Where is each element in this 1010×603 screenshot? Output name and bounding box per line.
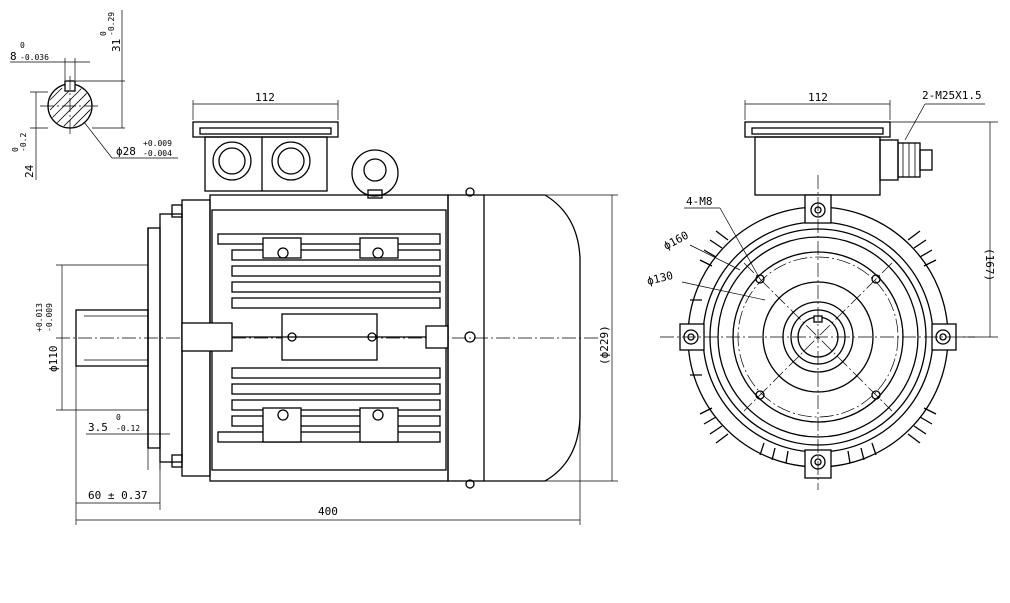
svg-text:-0.29: -0.29 [107, 12, 116, 36]
spigot-diameter-label: ϕ110 [47, 346, 60, 373]
center-height-label: (167) [983, 248, 996, 281]
side-view: 112 [35, 91, 618, 525]
cable-gland-label: 2-M25X1.5 [922, 89, 982, 102]
front-fins [690, 230, 937, 464]
front-terminal-box-width-label: 112 [808, 91, 828, 104]
keyway-detail: 8 0 -0.036 31 0 -0.29 24 0 -0.2 ϕ28 +0.0… [10, 10, 178, 180]
svg-text:-0.009: -0.009 [45, 303, 54, 332]
svg-text:0: 0 [99, 31, 108, 36]
overall-length-label: 400 [318, 505, 338, 518]
side-terminal-box-width-label: 112 [255, 91, 275, 104]
shaft-diameter-label: ϕ28 [116, 145, 136, 158]
svg-text:0: 0 [116, 413, 121, 422]
svg-text:-0.004: -0.004 [143, 149, 172, 158]
svg-text:+0.009: +0.009 [143, 139, 172, 148]
cooling-fins [217, 233, 441, 443]
svg-text:0: 0 [20, 41, 25, 50]
svg-text:-0.2: -0.2 [19, 133, 28, 152]
shaft-length-label: 60 ± 0.37 [88, 489, 148, 502]
svg-text:+0.013: +0.013 [35, 303, 44, 332]
keyway-height-label: 31 [110, 39, 123, 52]
key-depth-label: 24 [23, 164, 36, 178]
front-view: 112 2-M25X1.5 [646, 89, 998, 490]
pcd-130-label: ϕ130 [646, 269, 675, 288]
svg-text:-0.036: -0.036 [20, 53, 49, 62]
key-width-label: 8 [10, 50, 17, 63]
flange-offset-label: 3.5 [88, 421, 108, 434]
overall-diameter-label: (ϕ229) [598, 325, 611, 365]
svg-text:0: 0 [11, 147, 20, 152]
pcd-160-label: ϕ160 [661, 229, 691, 253]
svg-text:-0.12: -0.12 [116, 424, 140, 433]
flange-holes-label: 4-M8 [686, 195, 713, 208]
